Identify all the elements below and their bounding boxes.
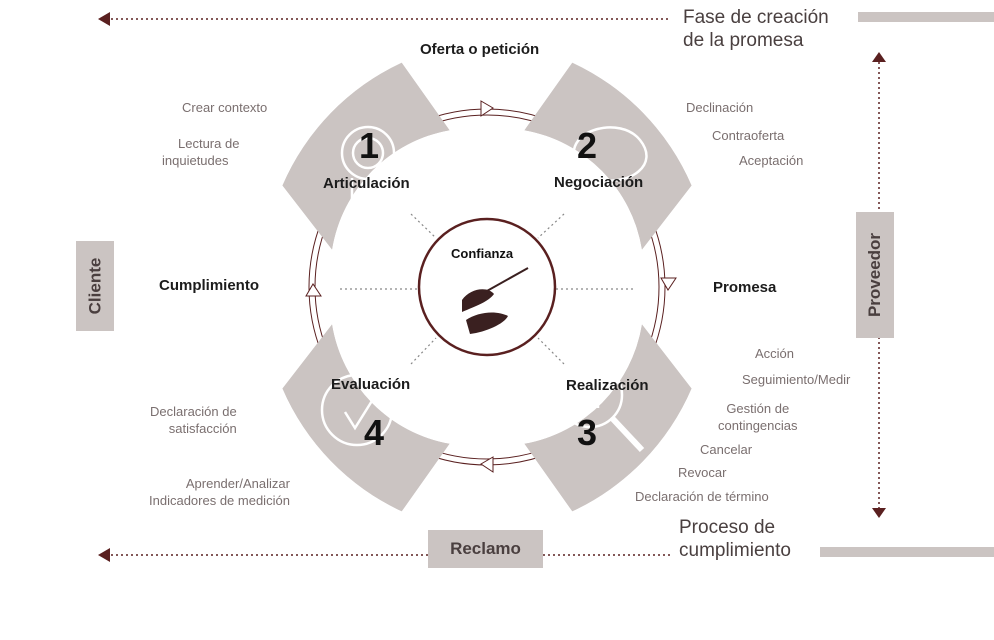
ring-arrow-top-icon — [480, 100, 494, 117]
segment-number-4: 4 — [364, 412, 385, 453]
note-revocar: Revocar — [678, 465, 727, 480]
note-cancelar: Cancelar — [700, 442, 753, 457]
bottom-phase-line1: Proceso de — [679, 517, 776, 538]
note-declaracion-termino: Declaración de término — [635, 489, 769, 504]
lightbulb-gear-icon — [340, 125, 396, 221]
note-declinacion: Declinación — [686, 100, 754, 115]
note-crear-contexto: Crear contexto — [182, 100, 268, 115]
note-lectura-line2: inquietudes — [162, 153, 229, 168]
ring-arrow-right-icon — [660, 277, 677, 291]
segment-number-2: 2 — [577, 125, 598, 166]
segment-name-negociacion: Negociación — [554, 174, 644, 191]
top-arrowhead-icon — [98, 12, 110, 26]
note-satisfaccion-line2: satisfacción — [168, 421, 237, 436]
segment-name-realizacion: Realización — [566, 377, 649, 394]
stage-oferta: Oferta o petición — [420, 41, 540, 58]
top-phase-line1: Fase de creación — [683, 7, 829, 28]
magnifier-chart-icon — [556, 361, 645, 453]
up-arrowhead-icon — [872, 52, 886, 62]
stage-cumplimiento: Cumplimiento — [159, 277, 259, 294]
top-phase-line2: de la promesa — [683, 30, 804, 51]
note-gestion-line1: Gestión de — [726, 401, 790, 416]
proveedor-label: Proveedor — [865, 232, 884, 318]
down-arrowhead-icon — [872, 508, 886, 518]
note-satisfaccion-line1: Declaración de — [150, 404, 237, 419]
segment-number-1: 1 — [359, 125, 380, 166]
bottom-phase-line2: cumplimiento — [679, 540, 791, 561]
segment-number-3: 3 — [577, 412, 598, 453]
stage-promesa: Promesa — [713, 279, 777, 296]
bottom-arrowhead-icon — [98, 548, 110, 562]
conductor-hands-icon — [462, 267, 529, 334]
cliente-box: Cliente — [76, 241, 114, 331]
note-aprender-indicadores: Aprender/Analizar Indicadores de medició… — [149, 475, 290, 509]
bottom-phase-bar — [820, 547, 994, 557]
ring-arrow-bottom-icon — [480, 456, 494, 473]
note-accion: Acción — [755, 346, 795, 361]
note-aceptacion: Aceptación — [739, 153, 804, 168]
speech-bubbles-icon — [560, 126, 648, 226]
note-seguimiento: Seguimiento/Medir — [742, 372, 851, 387]
note-declaracion-satisfaccion: Declaración de satisfacción — [150, 403, 237, 437]
note-indicadores: Indicadores de medición — [149, 493, 290, 508]
note-lectura-line1: Lectura de — [178, 136, 240, 151]
segment-name-articulacion: Articulación — [323, 175, 410, 192]
top-phase-label: Fase de creación de la promesa — [683, 6, 829, 52]
checkmark-circle-icon — [320, 373, 394, 447]
note-aprender: Aprender/Analizar — [185, 476, 290, 491]
ring-arrow-left-icon — [305, 283, 322, 297]
segment-name-evaluacion: Evaluación — [331, 376, 411, 393]
proveedor-box: Proveedor — [856, 212, 894, 338]
reclamo-box: Reclamo — [428, 530, 543, 568]
center-label: Confianza — [451, 246, 514, 261]
center-circle — [417, 217, 557, 357]
top-phase-bar — [858, 12, 994, 22]
bottom-phase-label: Proceso de cumplimiento — [679, 516, 791, 562]
note-contraoferta: Contraoferta — [712, 128, 785, 143]
note-gestion-line2: contingencias — [718, 418, 798, 433]
note-lectura-inquietudes: Lectura de inquietudes — [162, 135, 240, 169]
note-gestion-contingencias: Gestión de contingencias — [718, 400, 798, 434]
reclamo-label: Reclamo — [450, 539, 521, 558]
cliente-label: Cliente — [85, 257, 104, 315]
